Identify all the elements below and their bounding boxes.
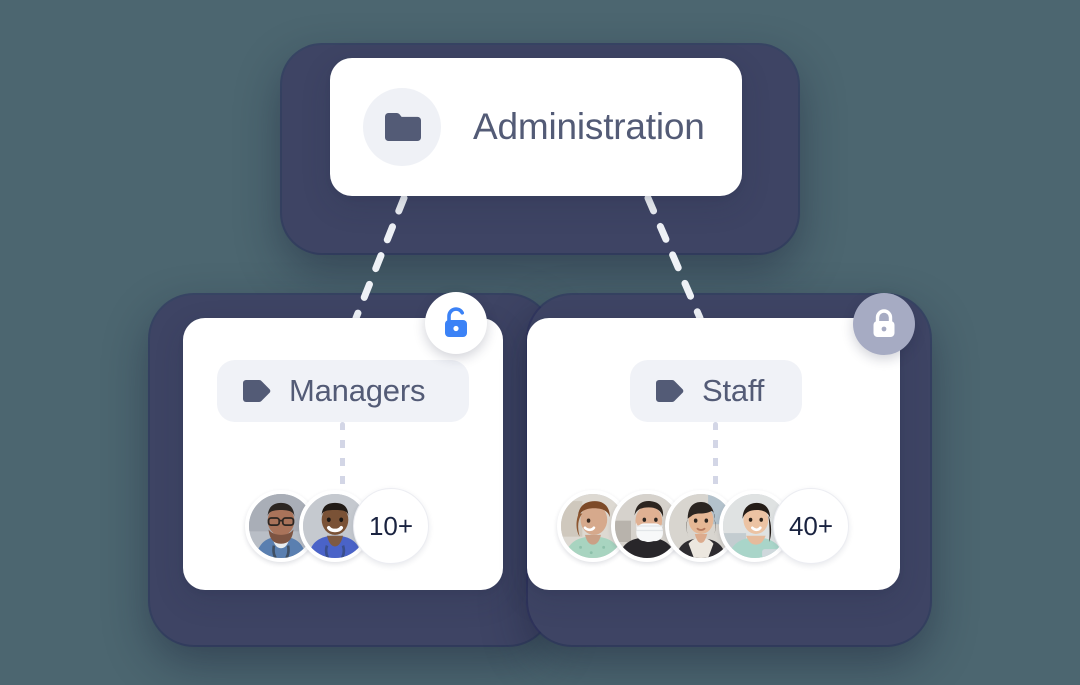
tag-icon [656,380,684,402]
connector-root-to-managers [352,194,408,322]
inner-connector-managers [340,422,345,492]
inner-connector-staff [713,422,718,492]
tag-icon [243,380,271,402]
lock-icon [873,309,895,337]
folder-icon-circle [363,88,441,166]
avatar-stack-managers[interactable]: 10+ [245,488,429,564]
lock-badge-staff[interactable] [853,293,915,355]
group-label-managers: Managers [289,373,426,408]
avatar-manager-2[interactable] [299,490,371,562]
card-managers[interactable]: Managers [183,318,503,590]
group-tag-managers[interactable]: Managers [217,360,469,422]
group-label-staff: Staff [702,373,765,408]
card-administration[interactable]: Administration [330,58,742,196]
page-title: Administration [473,106,705,147]
card-staff[interactable]: Staff [527,318,900,590]
unlock-icon [445,307,467,337]
avatar-stack-staff[interactable]: 40+ [557,488,849,564]
group-tag-staff[interactable]: Staff [630,360,802,422]
member-count-staff[interactable]: 40+ [773,488,849,564]
connector-root-to-staff [644,194,704,322]
lock-badge-managers[interactable] [425,292,487,354]
member-count-managers[interactable]: 10+ [353,488,429,564]
folder-icon [385,113,421,141]
